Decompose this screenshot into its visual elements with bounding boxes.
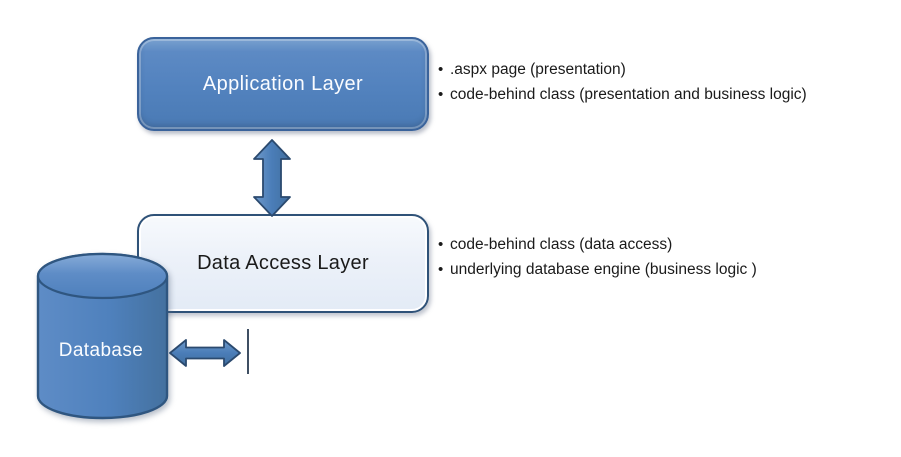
bullet-icon: •: [438, 86, 444, 103]
note-text: code-behind class (data access): [450, 236, 673, 253]
vertical-double-arrow-icon: [253, 139, 291, 217]
note-item: • code-behind class (presentation and bus…: [438, 82, 807, 107]
bullet-icon: •: [438, 61, 444, 78]
application-layer-notes: • .aspx page (presentation) • code-behind …: [438, 57, 807, 107]
note-text: code-behind class (presentation and busi…: [450, 86, 807, 103]
note-text: underlying database engine (business log…: [450, 261, 757, 278]
database-label: Database: [58, 340, 144, 361]
data-access-layer-label: Data Access Layer: [197, 252, 369, 274]
application-layer-node: Application Layer: [137, 37, 429, 131]
note-item: • .aspx page (presentation): [438, 57, 807, 82]
bullet-icon: •: [438, 236, 444, 253]
note-text: .aspx page (presentation): [450, 61, 626, 78]
bullet-icon: •: [438, 261, 444, 278]
note-item: • underlying database engine (business lo…: [438, 257, 757, 282]
connector-end-line: [247, 329, 249, 374]
note-item: • code-behind class (data access): [438, 232, 757, 257]
database-cylinder-icon: [36, 252, 169, 420]
horizontal-double-arrow-icon: [169, 339, 241, 367]
data-access-layer-node: Data Access Layer: [137, 214, 429, 313]
application-layer-label: Application Layer: [202, 72, 364, 95]
data-access-layer-notes: • code-behind class (data access) • underl…: [438, 232, 757, 282]
